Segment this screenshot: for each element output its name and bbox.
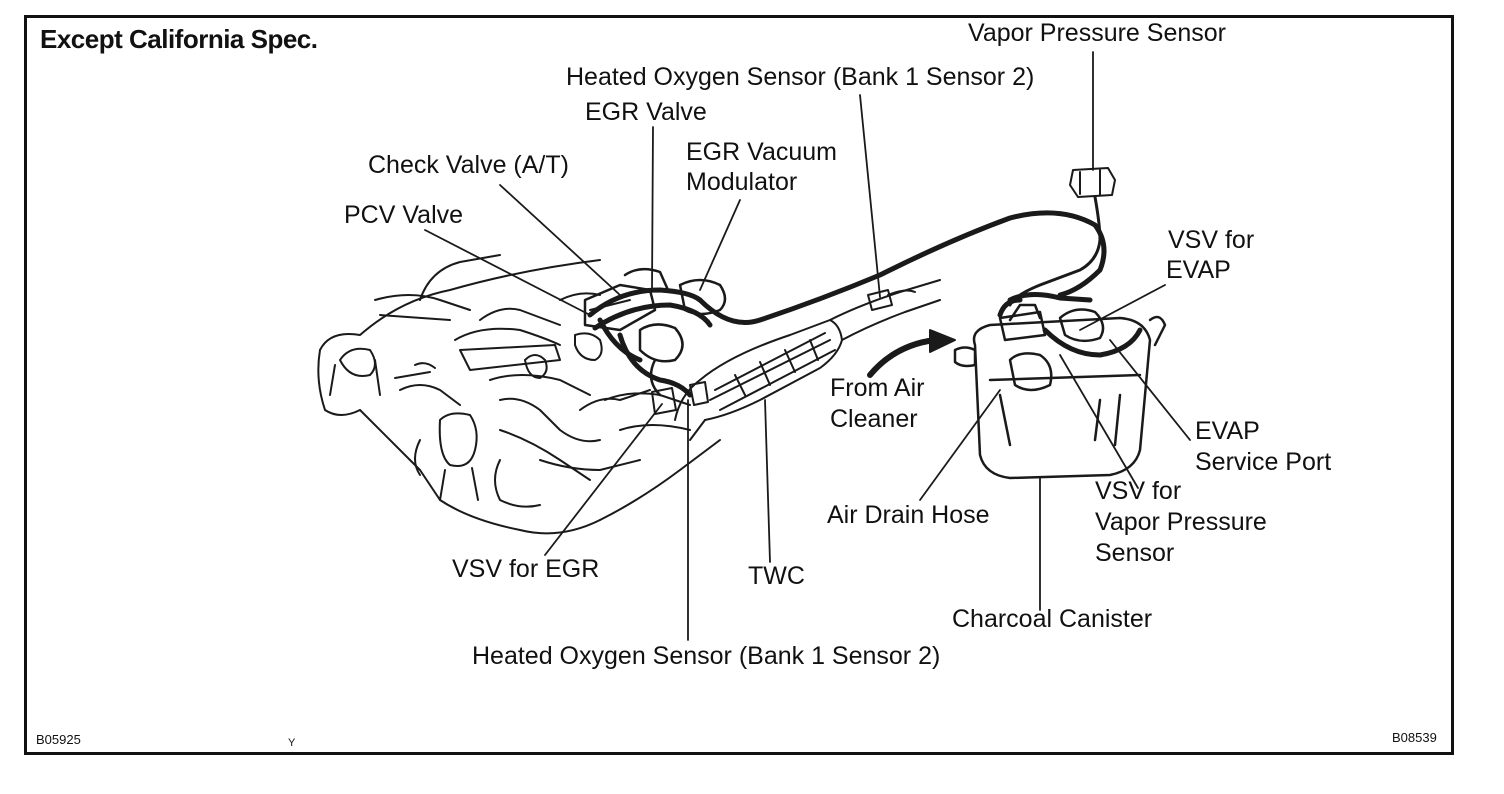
label-vsv-evap-line2: EVAP	[1166, 256, 1231, 284]
egr-assembly	[583, 267, 727, 397]
label-vapor-pressure-sensor: Vapor Pressure Sensor	[968, 19, 1226, 47]
figure-code-middle: Y	[288, 737, 296, 749]
label-vsv-for-egr: VSV for EGR	[452, 555, 600, 583]
label-air-drain-hose: Air Drain Hose	[827, 501, 990, 529]
label-vsv-vapor-pressure-line2: Vapor Pressure	[1095, 508, 1267, 536]
figure-code-left: B05925	[36, 732, 81, 747]
label-vsv-vapor-pressure-line3: Sensor	[1095, 539, 1175, 567]
vacuum-hoses	[587, 210, 1143, 398]
sensor-connectors	[651, 289, 916, 415]
charcoal-canister	[953, 303, 1167, 480]
vapor-pressure-sensor	[1008, 167, 1116, 307]
engine-block	[317, 254, 721, 535]
leader-lines	[424, 51, 1191, 641]
twc-catalyst	[674, 279, 941, 441]
label-evap-service-port-line1: EVAP	[1195, 417, 1260, 445]
label-pcv-valve: PCV Valve	[344, 201, 464, 229]
label-vsv-vapor-pressure-line1: VSV for	[1095, 477, 1182, 505]
label-check-valve: Check Valve (A/T)	[368, 151, 569, 179]
label-charcoal-canister: Charcoal Canister	[952, 605, 1153, 633]
label-heated-oxygen-sensor-top: Heated Oxygen Sensor (Bank 1 Sensor 2)	[566, 63, 1035, 91]
figure-code-right: B08539	[1392, 730, 1437, 745]
diagram-title: Except California Spec.	[40, 24, 318, 54]
label-from-air-cleaner-line2: Cleaner	[830, 405, 918, 433]
label-egr-vacuum-modulator-line1: EGR Vacuum	[686, 138, 837, 166]
label-twc: TWC	[748, 562, 805, 590]
label-egr-vacuum-modulator-line2: Modulator	[686, 168, 798, 196]
label-heated-oxygen-sensor-bottom: Heated Oxygen Sensor (Bank 1 Sensor 2)	[472, 642, 941, 670]
label-evap-service-port-line2: Service Port	[1195, 448, 1332, 476]
label-egr-valve: EGR Valve	[585, 98, 707, 126]
label-vsv-evap-line1: VSV for	[1168, 226, 1255, 254]
label-from-air-cleaner-line1: From Air	[830, 374, 925, 402]
air-flow-arrow	[867, 329, 956, 378]
